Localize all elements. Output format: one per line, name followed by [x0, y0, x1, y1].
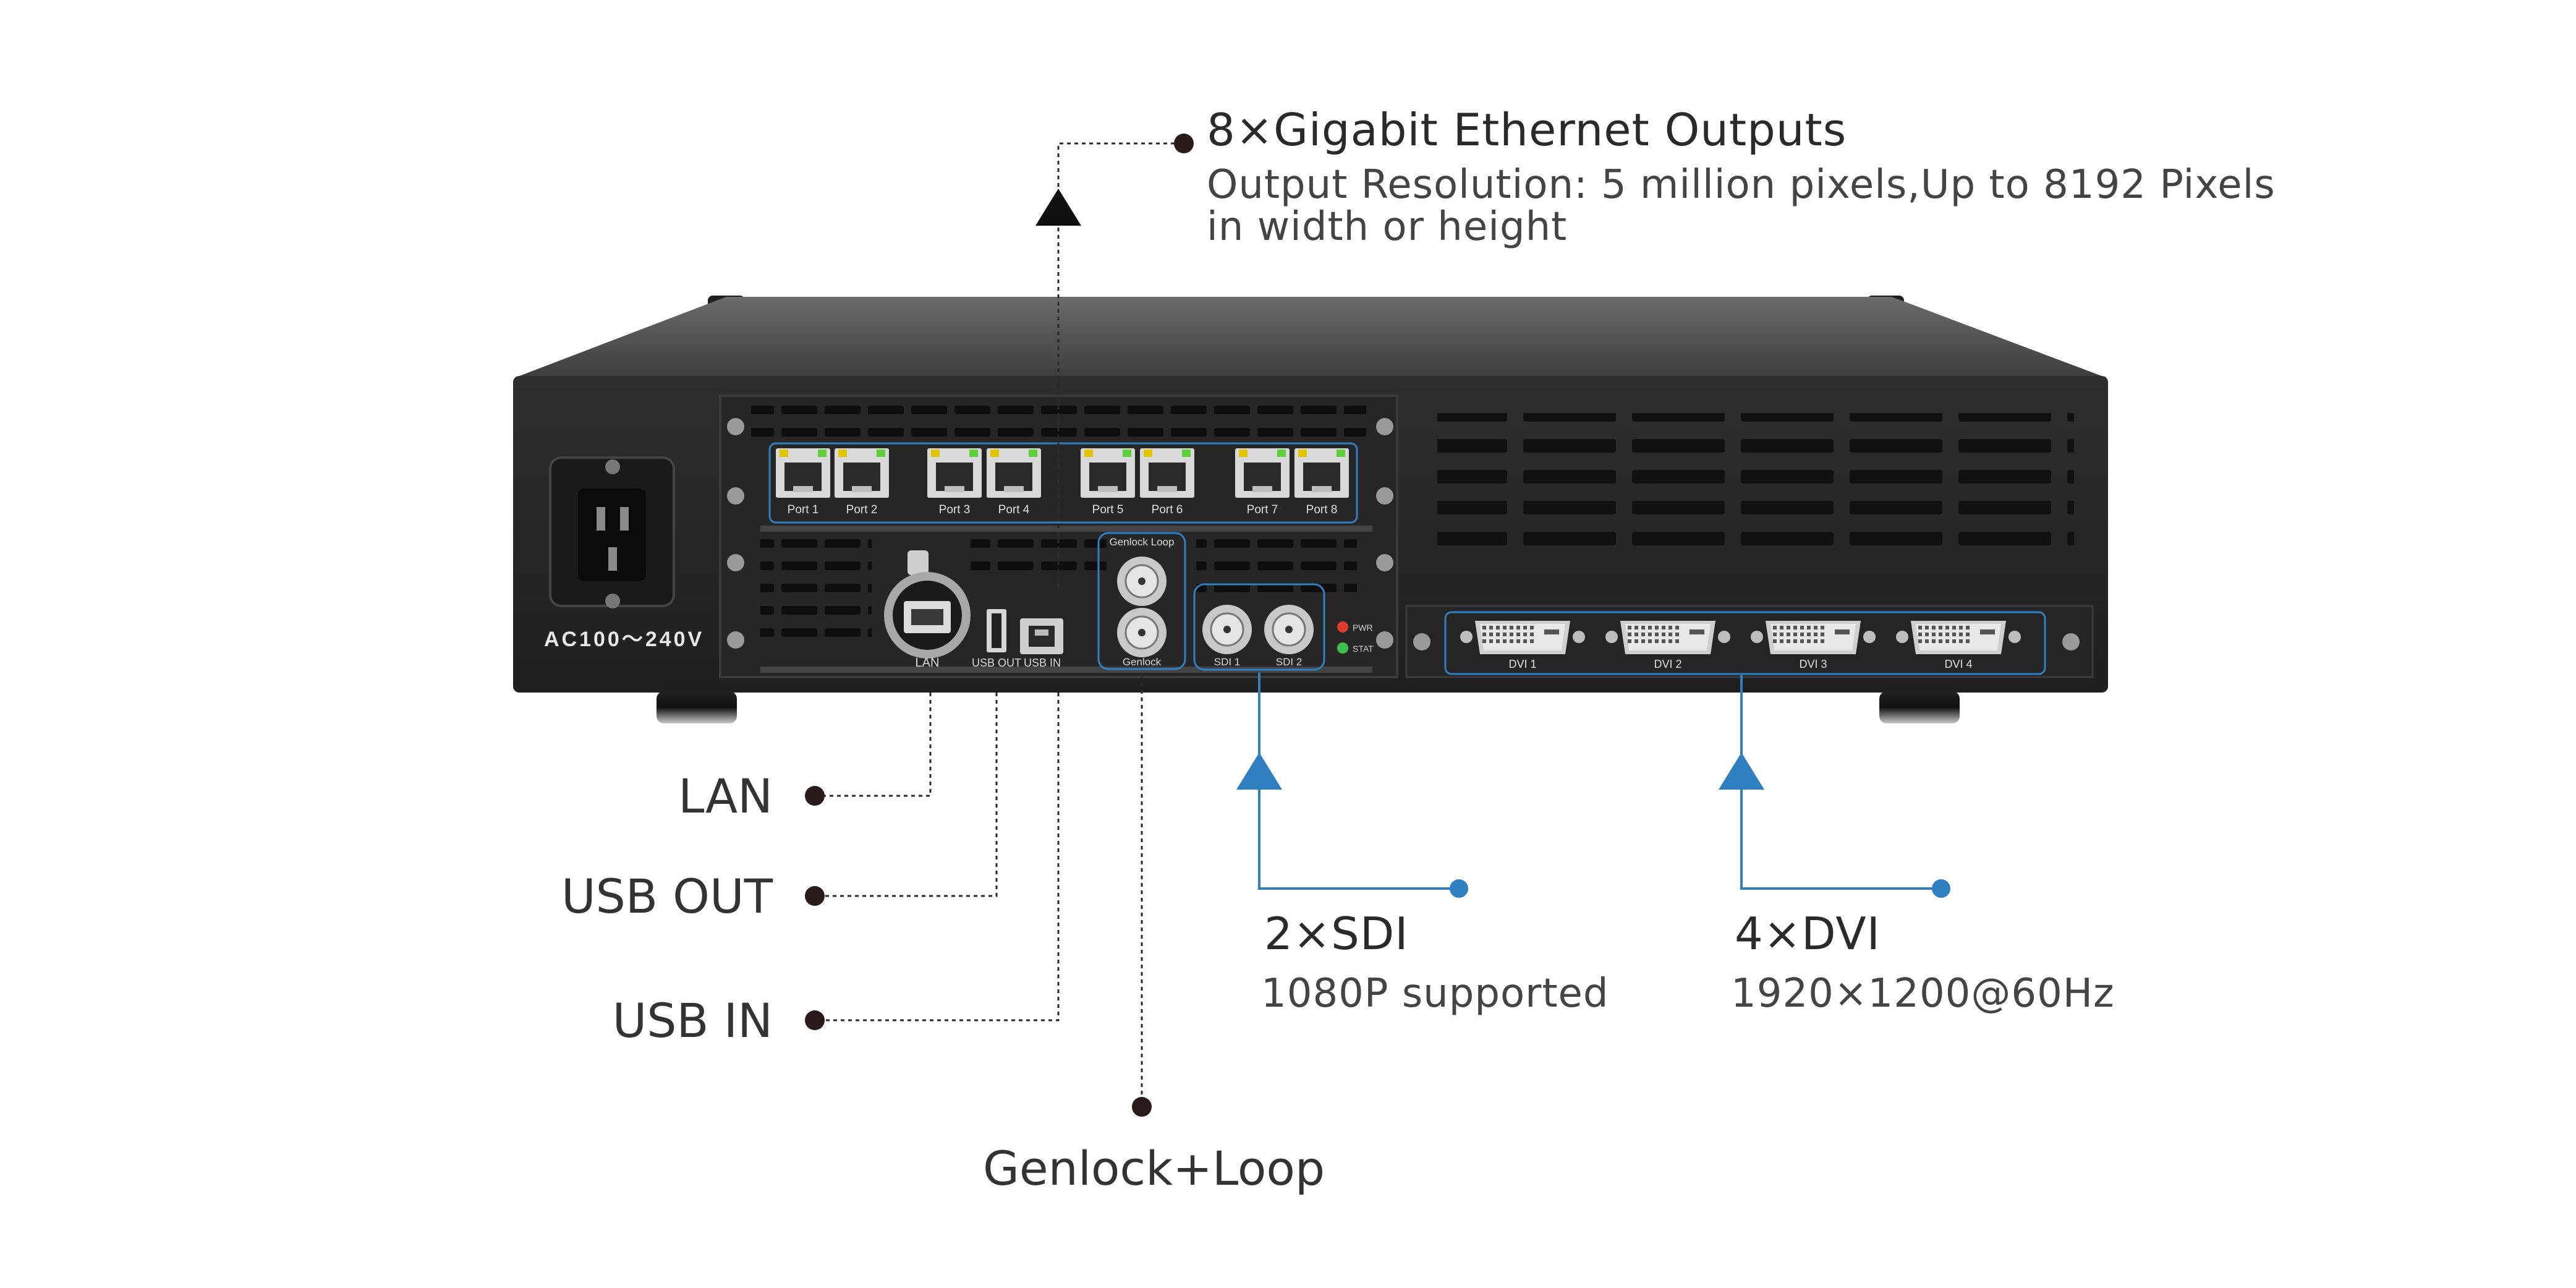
rj45-port-label-2: Port 2 [846, 503, 878, 516]
rj45-port-4 [987, 448, 1041, 498]
dvi-port-3 [1751, 621, 1876, 654]
dvi-port-label-1: DVI 1 [1508, 658, 1536, 670]
dvi-port-2 [1605, 621, 1730, 654]
rj45-port-2 [835, 448, 889, 498]
foot-right [1879, 691, 1960, 723]
dvi-arrow-icon [1719, 753, 1764, 790]
dvi-callout-title: 4×DVI [1735, 908, 1881, 960]
dvi-port-label-2: DVI 2 [1654, 658, 1681, 670]
rj45-port-3 [927, 448, 982, 498]
sdi-group-outline [1193, 583, 1325, 671]
lan-port-label: LAN [916, 656, 940, 670]
lan-dot-icon [805, 786, 825, 806]
rj45-port-label-4: Port 4 [998, 503, 1030, 516]
usb-out-callout-label: USB OUT [561, 869, 773, 924]
sdi-callout-sub: 1080P supported [1261, 971, 1609, 1017]
usb-in-dot-icon [805, 1010, 825, 1030]
sdi-dot-icon [1450, 879, 1468, 898]
dvi-dot-icon [1932, 879, 1950, 898]
power-inlet [549, 456, 675, 608]
lan-port [884, 550, 971, 659]
genlock-dot-icon [1132, 1097, 1152, 1117]
rj45-port-label-5: Port 5 [1092, 503, 1124, 516]
usb-in-leader-line [815, 693, 1060, 1021]
rj45-port-6 [1140, 448, 1194, 498]
ethernet-callout-line2: in width or height [1207, 204, 1568, 250]
rj45-port-label-3: Port 3 [939, 503, 971, 516]
sdi-callout-title: 2×SDI [1264, 908, 1409, 960]
pwr-led [1337, 621, 1348, 633]
rj45-port-7 [1235, 448, 1290, 498]
rj45-port-label-8: Port 8 [1306, 503, 1338, 516]
usb-out-dot-icon [805, 886, 825, 906]
genlock-callout-label: Genlock+Loop [983, 1141, 1325, 1196]
dvi-leader-line [1740, 675, 1941, 890]
stat-led [1337, 642, 1348, 654]
foot-left [657, 691, 737, 723]
dvi-callout-sub: 1920×1200@60Hz [1731, 971, 2115, 1017]
genlock-loop-bnc [1117, 557, 1167, 606]
dvi-port-4 [1896, 621, 2021, 654]
genlock-group-outline [1097, 532, 1186, 670]
dvi-port-label-4: DVI 4 [1944, 658, 1972, 670]
usb-out-port [987, 609, 1006, 652]
pwr-led-label: PWR [1353, 623, 1373, 633]
chassis-top [516, 297, 2105, 377]
dvi-group-outline [1444, 611, 2046, 675]
ethernet-leader-line [1057, 142, 1184, 587]
stat-led-label: STAT [1353, 644, 1374, 654]
ethernet-group-outline [768, 442, 1358, 524]
dvi-port-label-3: DVI 3 [1799, 658, 1827, 670]
ethernet-callout-line1: Output Resolution: 5 million pixels,Up t… [1207, 162, 2276, 208]
rj45-port-8 [1294, 448, 1349, 498]
rj45-port-label-1: Port 1 [788, 503, 819, 516]
genlock-loop-label: Genlock Loop [1110, 536, 1175, 548]
lan-leader-line [815, 693, 932, 797]
rj45-port-group: Port 1 Port 2 Port 3 Port 4 Port 5 Port 6 Port… [776, 448, 1349, 516]
sdi-leader-line [1258, 673, 1459, 890]
usb-in-port-label: USB IN [1024, 657, 1061, 669]
rj45-port-5 [1081, 448, 1135, 498]
sdi-2-bnc [1264, 605, 1314, 654]
chassis-vents [1437, 413, 2074, 546]
usb-out-port-label: USB OUT [972, 657, 1021, 669]
dvi-port-1 [1460, 621, 1585, 654]
lan-callout-label: LAN [678, 769, 773, 824]
sdi-arrow-icon [1236, 753, 1282, 790]
usb-in-callout-label: USB IN [612, 993, 773, 1048]
dvi-port-group: DVI 1 DVI 2 DVI 3 DVI 4 [1460, 621, 2021, 670]
ethernet-callout-title: 8×Gigabit Ethernet Outputs [1207, 104, 1847, 156]
genlock-port-label: Genlock [1123, 656, 1162, 668]
sdi-1-label: SDI 1 [1214, 656, 1241, 668]
sdi-1-bnc [1202, 605, 1252, 654]
usb-out-leader-line [815, 693, 998, 897]
rj45-port-label-7: Port 7 [1247, 503, 1278, 516]
power-label: AC100～240V [544, 628, 704, 651]
ethernet-dot-icon [1174, 134, 1194, 153]
ethernet-arrow-icon [1035, 189, 1081, 226]
usb-in-port [1020, 618, 1063, 654]
genlock-bnc [1117, 608, 1167, 657]
sdi-2-label: SDI 2 [1276, 656, 1303, 668]
rj45-port-1 [776, 448, 830, 498]
rj45-port-label-6: Port 6 [1152, 503, 1183, 516]
